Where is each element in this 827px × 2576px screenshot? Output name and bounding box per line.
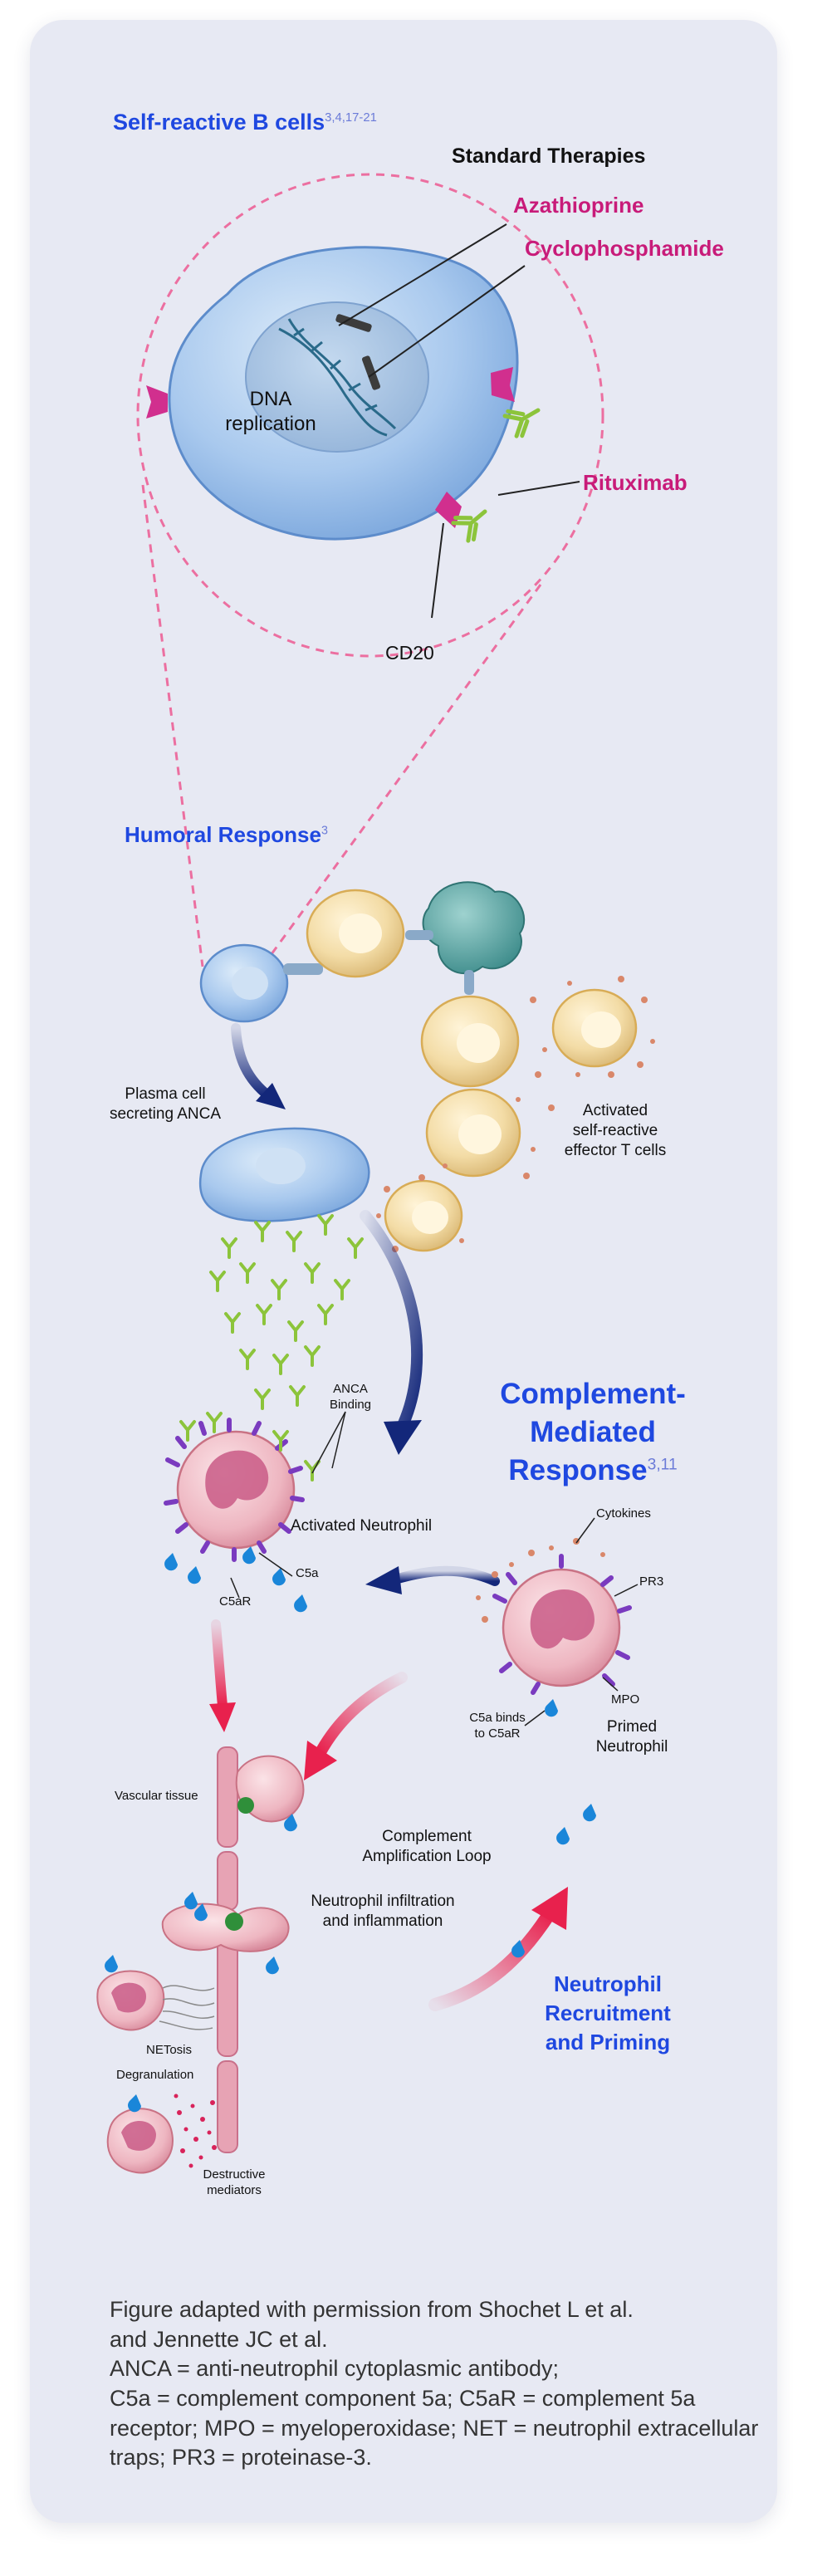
pr3-label: PR3	[639, 1574, 664, 1589]
figure-caption: Figure adapted with permission from Shoc…	[110, 2295, 766, 2473]
c5a-bound-drop	[545, 1699, 558, 1717]
c5a-drops-loop	[511, 1804, 596, 1958]
cyclophosphamide-label: Cyclophosphamide	[525, 236, 724, 261]
complement-response-heading: Complement- Mediated Response3,11	[500, 1378, 686, 1487]
activated-neutrophil-label: Activated Neutrophil	[291, 1517, 433, 1535]
c5a-drops-activated	[164, 1546, 307, 1613]
arrow-b-to-plasma	[231, 1023, 274, 1101]
netosis-neutrophil	[96, 1955, 215, 2031]
standard-therapies-heading: Standard Therapies	[452, 144, 646, 168]
arrow-recruitment	[428, 1907, 556, 2011]
zoom-line-right	[261, 584, 542, 967]
vascular-tissue-label: Vascular tissue	[115, 1789, 198, 1803]
azathioprine-label: Azathioprine	[513, 193, 644, 218]
b-cell-nucleus	[245, 301, 429, 453]
arrow-b-to-plasma-head	[256, 1083, 286, 1109]
degranulation-label: Degranulation	[116, 2068, 194, 2082]
arrow-activated-to-vessel-head	[209, 1702, 236, 1732]
anca-pointer-2	[331, 1411, 346, 1469]
destructive-mediators-dots	[174, 2094, 217, 2168]
humoral-response-heading: Humoral Response3	[125, 822, 328, 847]
apc-contact	[405, 930, 433, 940]
mpo-pointer	[602, 1677, 619, 1692]
self-reactive-b-cells-heading: Self-reactive B cells3,4,17-21	[113, 110, 377, 135]
pr3-pointer	[614, 1584, 639, 1597]
arrow-primed-to-activated-head	[365, 1566, 402, 1594]
figure-card: Self-reactive B cells3,4,17-21 Standard …	[30, 20, 777, 2523]
t-cell-1-nucleus	[339, 913, 382, 953]
plasma-cell-nucleus	[256, 1148, 306, 1184]
cytokine-dots-primed	[476, 1538, 605, 1623]
dna-icon	[278, 318, 397, 437]
netosis-label: NETosis	[146, 2043, 193, 2057]
rituximab-label: Rituximab	[583, 470, 688, 495]
t-cell-5-nucleus	[412, 1201, 448, 1234]
cell-contact	[283, 963, 323, 975]
caption-line-4: C5a = complement component 5a; C5aR = co…	[110, 2385, 759, 2471]
t-cell-4-nucleus	[581, 1011, 621, 1048]
drug-block-bar-1	[335, 314, 372, 332]
c5a-label: C5a	[296, 1566, 319, 1580]
cd20-receptor-right	[491, 367, 515, 402]
zoom-circle	[136, 173, 604, 658]
anca-pointer-1	[311, 1411, 346, 1474]
cytokines-label: Cytokines	[596, 1506, 651, 1521]
cd20-pointer	[431, 522, 444, 619]
cd20-receptor-left	[146, 385, 168, 419]
arrow-primed-to-activated	[390, 1565, 500, 1586]
rituximab-pointer	[497, 481, 580, 496]
arrow-loop-to-vessel-head	[304, 1741, 337, 1780]
antigen-presenting-cell	[422, 881, 526, 975]
pathway-diagram	[96, 173, 655, 2174]
neutrophil-on-vessel-2	[161, 1892, 290, 1975]
arrow-loop-to-vessel	[315, 1672, 408, 1758]
t-cell-2-nucleus	[457, 1023, 500, 1063]
c5a-binds-pointer	[524, 1710, 546, 1726]
recruitment-heading: Neutrophil Recruitment and Priming	[545, 1971, 671, 2055]
caption-line-1: Figure adapted with permission from Shoc…	[110, 2297, 634, 2322]
cytokine-dots-tcells	[376, 976, 655, 1252]
arrow-activated-to-vessel	[211, 1619, 228, 1711]
primed-neutrophil-cell	[492, 1554, 632, 1695]
caption-line-2: and Jennette JC et al.	[110, 2326, 328, 2352]
c5ar-pointer	[230, 1577, 240, 1599]
c5ar-label: C5aR	[219, 1594, 252, 1609]
c5a-pointer	[258, 1552, 293, 1577]
arrow-plasma-to-neutrophil	[360, 1210, 423, 1429]
azathioprine-pointer	[338, 223, 507, 326]
neutrophil-on-vessel-1	[235, 1755, 305, 1832]
blood-vessel	[217, 1746, 238, 2153]
drug-block-bar-2	[361, 355, 381, 390]
zoom-line-left	[141, 484, 204, 967]
activated-neutrophil-cell	[164, 1412, 321, 1562]
cyclophosphamide-pointer	[368, 265, 526, 378]
caption-line-3: ANCA = anti-neutrophil cytoplasmic antib…	[110, 2356, 560, 2382]
cytokines-pointer	[575, 1517, 595, 1544]
anca-antibodies	[209, 1214, 364, 1410]
mpo-label: MPO	[611, 1692, 640, 1707]
degranulation-neutrophil	[106, 2094, 174, 2174]
arrow-plasma-to-neutrophil-head	[384, 1420, 422, 1455]
arrow-recruitment-head	[531, 1887, 568, 1930]
cd20-label: CD20	[385, 642, 434, 664]
apc-tcell-contact	[464, 970, 474, 995]
t-cell-3-nucleus	[458, 1114, 502, 1154]
small-b-cell-nucleus	[232, 967, 268, 1000]
